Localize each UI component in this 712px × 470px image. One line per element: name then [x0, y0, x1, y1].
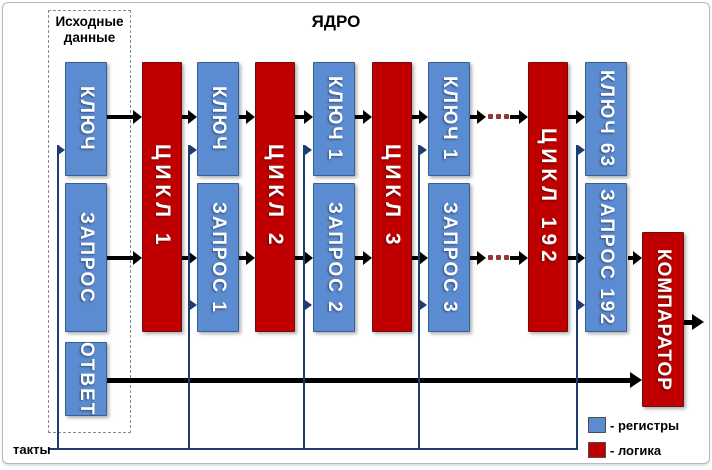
key-arrow-5	[355, 110, 372, 124]
source-data-label: Исходные данные	[55, 14, 124, 45]
key-arrow-6	[412, 110, 428, 124]
clock-arrowhead-key-4	[420, 145, 427, 155]
cycle-192-block: ЦИКЛ 192	[528, 62, 568, 332]
clock-riser-2	[188, 145, 190, 450]
legend-register-swatch	[588, 417, 606, 433]
key-arrow-2	[182, 110, 197, 124]
query-arrow-9	[568, 251, 585, 265]
register-query-after-2: ЗАПРОС 2	[313, 183, 355, 332]
key-arrow-8	[510, 110, 528, 124]
clock-riser-1	[57, 145, 59, 450]
clock-label: такты	[13, 442, 51, 457]
query-arrow-2	[182, 251, 197, 265]
register-query-input: ЗАПРОС	[65, 183, 107, 332]
clock-riser-4	[418, 145, 420, 450]
register-query-after-1: ЗАПРОС 1	[197, 183, 239, 332]
comparator-block: КОМПАРАТОР	[642, 232, 684, 407]
legend-logic-swatch	[588, 442, 606, 458]
key-arrow-7	[470, 110, 486, 124]
answer-arrow-to-comparator	[107, 372, 642, 388]
query-arrow-5	[355, 251, 372, 265]
query-arrow-4	[295, 251, 313, 265]
query-arrow-3	[239, 251, 255, 265]
register-query-after-192: ЗАПРОС 192	[585, 183, 627, 332]
query-arrow-6	[412, 251, 428, 265]
clock-arrowhead-key-1	[58, 145, 65, 155]
register-key-after-2: КЛЮЧ 1	[313, 62, 355, 176]
clock-riser-3	[303, 145, 305, 450]
legend-logic-label: - логика	[610, 443, 662, 458]
cycle-1-block: ЦИКЛ 1	[142, 62, 182, 332]
register-key-input: КЛЮЧ	[65, 62, 107, 176]
clock-arrowhead-key-2	[190, 145, 197, 155]
query-ellipsis-dots	[488, 255, 509, 260]
query-arrow-7	[470, 251, 486, 265]
key-ellipsis-dots	[488, 114, 509, 119]
register-key-after-192: КЛЮЧ 63	[585, 62, 627, 176]
key-arrow-1	[107, 110, 142, 124]
key-arrow-9	[568, 110, 585, 124]
clock-arrowhead-query-4	[420, 300, 427, 310]
clock-line	[48, 448, 576, 450]
query-arrow-8	[510, 251, 528, 265]
query-arrow-1	[107, 251, 142, 265]
clock-riser-5	[576, 145, 578, 450]
clock-arrowhead-query-3	[305, 300, 312, 310]
comparator-output-arrow	[684, 314, 704, 330]
register-key-after-1: КЛЮЧ	[197, 62, 239, 176]
cycle-2-block: ЦИКЛ 2	[255, 62, 295, 332]
key-arrow-3	[239, 110, 255, 124]
cycle-3-block: ЦИКЛ 3	[372, 62, 412, 332]
key-arrow-4	[295, 110, 313, 124]
register-key-after-3: КЛЮЧ 1	[428, 62, 470, 176]
clock-arrowhead-key-3	[305, 145, 312, 155]
register-query-after-3: ЗАПРОС 3	[428, 183, 470, 332]
clock-arrowhead-key-5	[578, 145, 585, 155]
clock-arrowhead-query-5	[578, 300, 585, 310]
clock-arrowhead-query-2	[190, 300, 197, 310]
legend-register-label: - регистры	[610, 418, 680, 433]
diagram-title: ЯДРО	[311, 12, 361, 31]
register-answer-input: ОТВЕТ	[65, 342, 107, 416]
query-arrow-to-comparator	[628, 251, 642, 265]
source-data-group: Исходные данные	[48, 10, 131, 433]
